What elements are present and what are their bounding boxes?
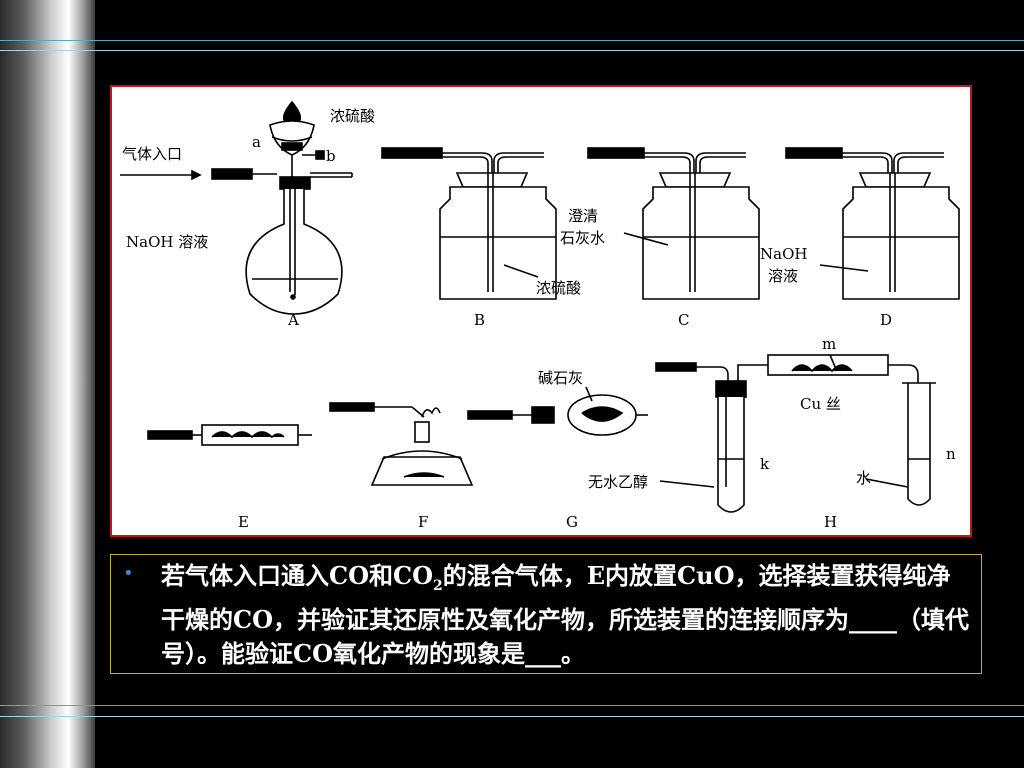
letter-e: E [238,513,249,531]
letter-g: G [566,513,578,531]
label-copper-wire: Cu 丝 [800,395,841,413]
label-valve-b: b [326,147,336,165]
letter-c: C [678,311,689,329]
apparatus-b [381,147,557,300]
bottom-rule [0,705,1024,706]
apparatus-d [785,147,960,300]
letter-h: H [824,513,837,531]
apparatus-c [587,147,760,300]
letter-a: A [287,311,299,329]
question-text: 若气体入口通入CO和CO2的混合气体，E内放置CuO，选择装置获得纯净干燥的CO… [161,559,971,671]
letter-f: F [418,513,428,531]
label-valve-a: a [252,133,261,151]
top-rule-thin [0,50,1024,51]
apparatus-figure: 气体入口 浓硫酸 NaOH 溶液 a b 浓硫酸 澄清 石灰水 NaOH 溶液 … [110,85,972,537]
apparatus-e [147,424,312,446]
slide-side-gradient [0,0,95,768]
apparatus-h [655,354,936,513]
apparatus-a [120,100,353,315]
label-naoh-d-1: NaOH [760,245,807,263]
letter-d: D [880,311,892,329]
label-soda-lime: 碱石灰 [538,369,583,387]
label-conc-acid-top: 浓硫酸 [330,107,375,125]
bottom-rule-thin [0,716,1024,717]
label-ethanol: 无水乙醇 [588,473,648,491]
question-subscript: 2 [433,577,443,594]
apparatus-g [467,394,648,436]
label-limewater-2: 石灰水 [560,229,605,247]
label-point-k: k [760,455,770,473]
top-rule [0,40,1024,41]
label-naoh-a: NaOH 溶液 [126,233,208,251]
label-limewater-1: 澄清 [568,207,598,225]
question-box: • 若气体入口通入CO和CO2的混合气体，E内放置CuO，选择装置获得纯净干燥的… [110,554,982,674]
apparatus-f [329,402,474,486]
label-point-m: m [822,335,836,353]
letter-b: B [474,311,485,329]
question-part-2: 的混合气体，E内放置CuO，选择装置获得纯净干燥的CO，并验证其还原性及氧化产物… [161,561,970,668]
label-gas-inlet: 气体入口 [122,145,182,163]
label-naoh-d-2: 溶液 [768,267,798,285]
question-part-1: 若气体入口通入CO和CO [161,561,434,590]
label-water: 水 [856,469,871,487]
apparatus-diagram: 气体入口 浓硫酸 NaOH 溶液 a b 浓硫酸 澄清 石灰水 NaOH 溶液 … [120,100,960,531]
label-conc-acid-b: 浓硫酸 [536,279,581,297]
label-point-n: n [946,445,956,463]
bullet: • [123,563,134,584]
